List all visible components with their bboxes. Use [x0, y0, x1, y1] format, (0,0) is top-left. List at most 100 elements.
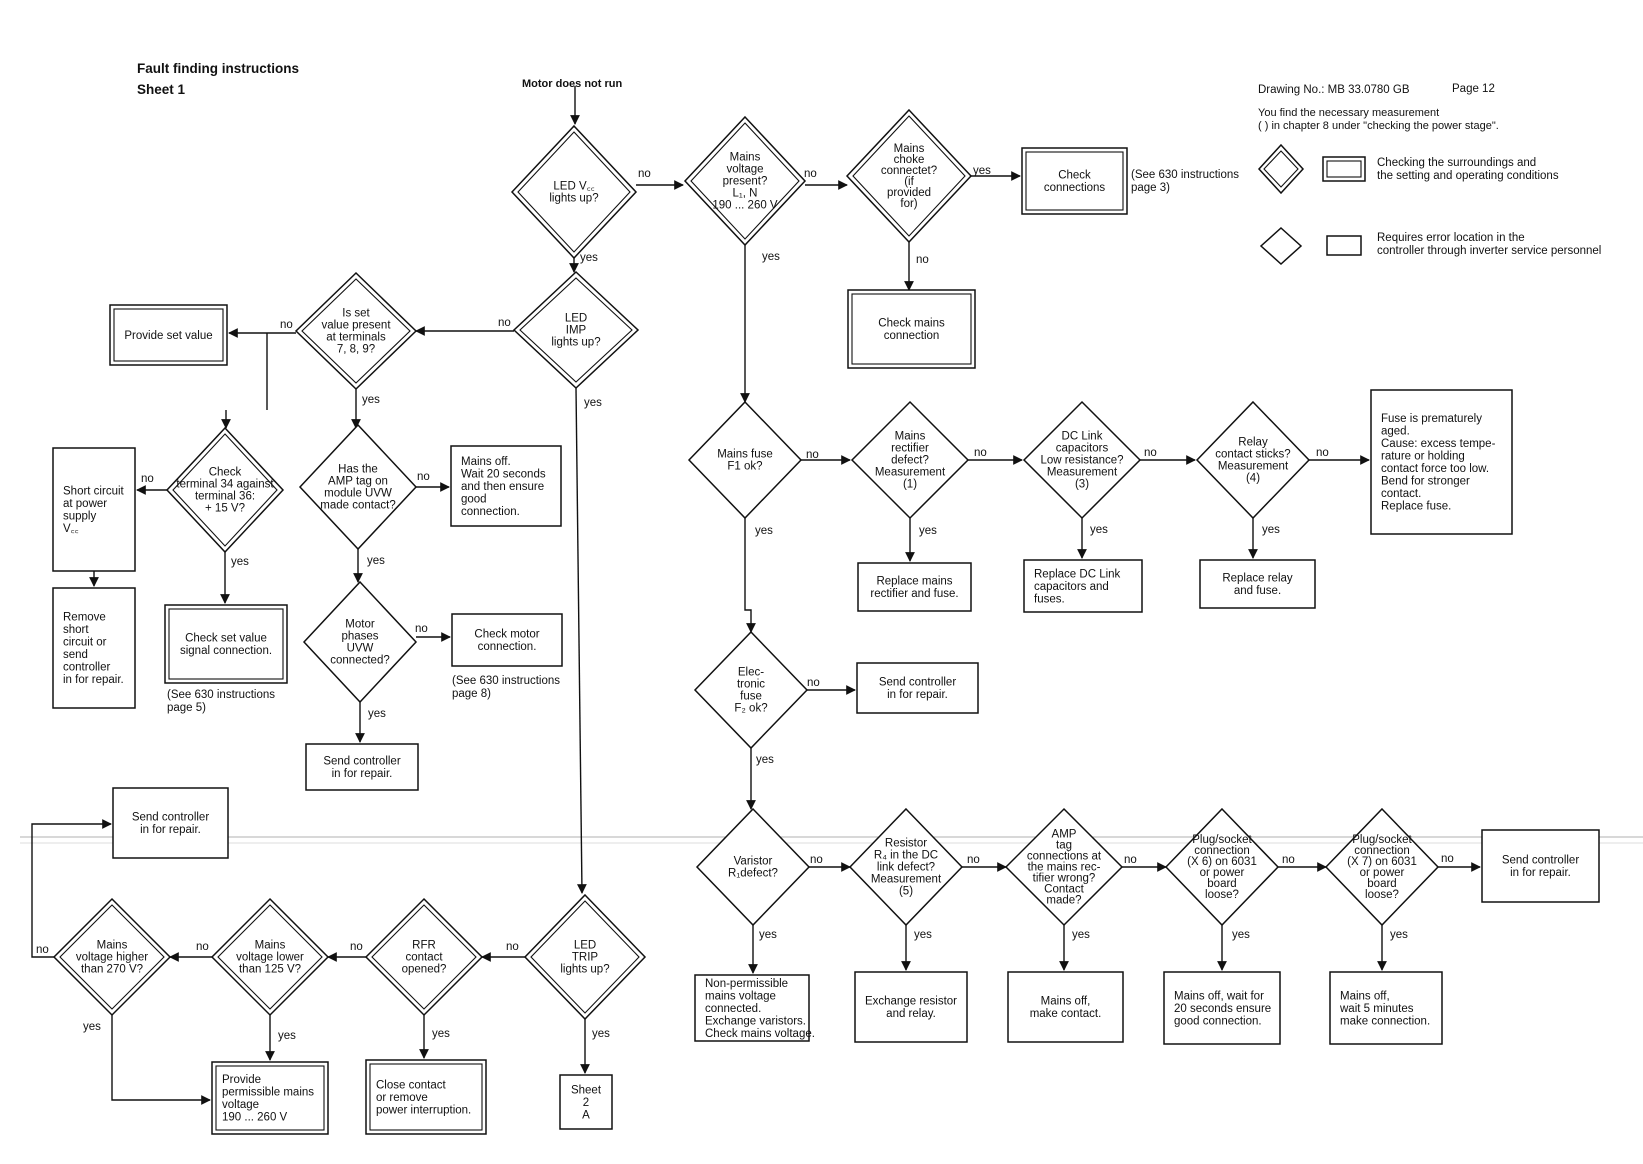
diamond-shape [523, 893, 647, 1021]
edge-label: yes [762, 251, 780, 263]
legend-single-text-2: controller through inverter service pers… [1377, 245, 1601, 257]
node-text-line: Replace mains [876, 576, 952, 588]
node-text-line: Mains [97, 940, 128, 952]
box-shape [365, 1059, 487, 1135]
edge-label: no [280, 319, 293, 331]
node-d_vcc: LED V꜀꜀lights up? [510, 124, 638, 260]
node-text-line: Replace fuse. [1381, 501, 1451, 513]
node-text-line: (5) [899, 886, 913, 898]
edge-label: no [810, 854, 823, 866]
node-text-line: LED V꜀꜀ [553, 181, 594, 193]
diamond-shape [510, 124, 638, 260]
edge-label: yes [362, 394, 380, 406]
legend-double-box-inner [1326, 160, 1362, 178]
node-text-line: Replace relay [1222, 573, 1293, 585]
node-text-line: mains voltage [705, 990, 776, 1002]
diamond-shape [298, 423, 418, 551]
edge-label: yes [592, 1028, 610, 1040]
node-text-line: Mains fuse [717, 449, 773, 461]
diamond-shape [1195, 400, 1311, 520]
edge-label: no [807, 677, 820, 689]
node-text-line: Is set [342, 308, 370, 320]
box-shape [559, 1074, 613, 1130]
diamond-shape [1004, 807, 1124, 927]
diamond-shape [1324, 807, 1440, 927]
box-inner-border [1025, 151, 1124, 211]
legend-single-diamond [1259, 226, 1303, 266]
node-text-line: LED [565, 313, 587, 325]
node-text-line: lights up? [549, 193, 598, 205]
node-text-line: rectifier and fuse. [870, 588, 958, 600]
diamond-inner-border [371, 904, 477, 1010]
node-text-line: in for repair. [140, 824, 201, 836]
node-text-line: Exchange varistors. [705, 1015, 806, 1027]
edge-label: no [804, 168, 817, 180]
start-label: Motor does not run [522, 78, 623, 90]
node-text-line: (X 7) on 6031 [1347, 856, 1417, 868]
edge-39 [575, 387, 587, 894]
node-b_provide_set: Provide set value [109, 304, 228, 366]
node-text-line: Has the [338, 464, 378, 476]
node-text-line: Check [1058, 170, 1091, 182]
node-text-line: in for repair. [63, 674, 124, 686]
node-text-line: signal connection. [180, 645, 272, 657]
node-text-line: Mains [894, 143, 925, 155]
diamond-shape [695, 807, 811, 927]
edge-label: yes [755, 525, 773, 537]
box-shape [1481, 829, 1600, 903]
edge-label: yes [368, 708, 386, 720]
box-shape [1007, 971, 1124, 1043]
edge-label: no [1282, 854, 1295, 866]
node-text-line: make connection. [1340, 1015, 1430, 1027]
edge-label: yes [1090, 524, 1108, 536]
node-text-line: present? [723, 176, 768, 188]
node-text-line: Send controller [323, 756, 401, 768]
node-text-line: 2 [583, 1097, 589, 1109]
node-text-line: Plug/socket [1352, 834, 1412, 846]
diamond-inner-border [530, 900, 640, 1014]
node-text-line: RFR [412, 940, 436, 952]
node-text-line: voltage lower [236, 952, 304, 964]
box-shape [847, 289, 976, 369]
node-text-line: rature or holding [1381, 451, 1465, 463]
node-text-line: Remove [63, 612, 106, 624]
node-text-line: Low resistance? [1040, 455, 1123, 467]
node-text-line: or power [1360, 867, 1405, 879]
node-text-line: voltage [726, 164, 763, 176]
node-text-line: fuse [740, 691, 762, 703]
node-text-line: Sheet [571, 1084, 602, 1096]
node-text-line: A [582, 1109, 590, 1121]
box-shape [112, 787, 229, 859]
node-text-line: Relay [1238, 437, 1268, 449]
node-text-line: provided [887, 187, 931, 199]
box-shape [52, 587, 136, 709]
node-text-line: UVW [347, 643, 374, 655]
node-text-line: connectet? [881, 165, 937, 177]
node-text-line: Resistor [885, 838, 927, 850]
legend: Checking the surroundings and the settin… [1257, 143, 1601, 266]
node-text-line: and fuse. [1234, 585, 1281, 597]
node-text-line: at terminals [326, 332, 386, 344]
node-text-line: Bend for stronger [1381, 476, 1470, 488]
node-text-line: Mains [255, 940, 286, 952]
box-shape [164, 604, 288, 684]
node-text-line: circuit or [63, 637, 107, 649]
diamond-shape [210, 897, 330, 1017]
measurement-note-line1: You find the necessary measurement [1258, 107, 1440, 119]
node-text-line: tifier wrong? [1033, 872, 1096, 884]
